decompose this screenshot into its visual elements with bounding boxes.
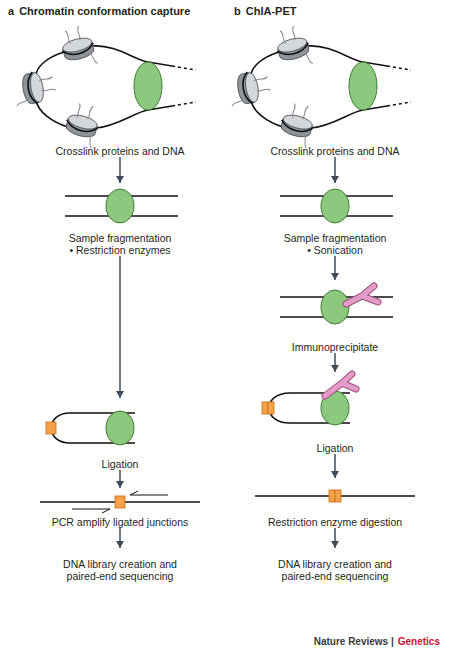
panel-letter: b [234,5,241,17]
arrow-head [331,176,339,183]
flow-arrow [116,528,124,548]
step-box: PCR amplify ligated junctions [20,488,220,528]
antibody-bound-fragment [280,286,393,324]
credit-text: Nature Reviews | [314,636,394,647]
step-caption: • Restriction enzymes [69,244,170,256]
step-box: Sample fragmentation• Sonication [240,183,430,256]
ligated-junction [40,491,200,513]
flow-arrow [116,256,124,398]
digested-junction [255,490,415,502]
arrow-shaft [119,157,121,183]
chromatin-loop [12,24,196,149]
panel-title: Chromatin conformation capture [19,5,190,17]
step-caption: Ligation [317,442,354,454]
step-caption: Crosslink proteins and DNA [56,145,185,157]
panel-heading: b ChIA-PET [234,5,301,17]
arrow-shaft [334,454,336,478]
arrow-shaft [334,528,336,548]
step-box: Immunoprecipitate [240,280,430,353]
flow-arrow [331,528,339,548]
arrow-head [116,176,124,183]
ligated-loop [46,411,135,445]
arrow-shaft [334,256,336,280]
arrow-head [116,541,124,548]
flow-arrow [331,256,339,280]
step-box: DNA library creation and paired-end sequ… [265,548,405,582]
step-caption: • Sonication [307,244,363,256]
arrow-shaft [119,528,121,548]
step-caption: Restriction enzyme digestion [268,516,402,528]
step-caption: DNA library creation and paired-end sequ… [50,558,190,582]
crosslinked-fragment [280,189,393,223]
arrow-shaft [119,256,121,398]
arrow-shaft [119,470,121,488]
flow-arrow [116,157,124,183]
flow-arrow [116,470,124,488]
step-caption: DNA library creation and paired-end sequ… [265,558,405,582]
step-box: Ligation [20,398,220,470]
panel-title: ChIA-PET [246,5,297,17]
arrow-head [116,391,124,398]
arrow-head [331,273,339,280]
arrow-head [331,365,339,372]
crosslinked-fragment [65,189,178,223]
flow-arrow [331,157,339,183]
step-box: Ligation [240,372,430,454]
flow-arrow [331,454,339,478]
step-box: Sample fragmentation• Restriction enzyme… [20,183,220,256]
flow-arrow [331,353,339,372]
step-box: Restriction enzyme digestion [240,478,430,528]
step-box: Crosslink proteins and DNA [20,22,220,157]
step-caption: Sample fragmentation [284,232,387,244]
panel-heading: a Chromatin conformation capture [8,5,195,17]
step-caption: PCR amplify ligated junctions [52,516,189,528]
step-box: Crosslink proteins and DNA [240,22,430,157]
arrow-head [331,471,339,478]
step-caption: Ligation [102,458,139,470]
step-box: DNA library creation and paired-end sequ… [50,548,190,582]
chromatin-loop [227,24,411,149]
arrow-head [331,541,339,548]
panel-letter: a [8,5,14,17]
journal-credit: Nature Reviews | Genetics [310,636,440,647]
step-caption: Crosslink proteins and DNA [271,145,400,157]
arrow-shaft [334,157,336,183]
credit-text: Genetics [398,636,440,647]
arrow-shaft [334,353,336,372]
step-caption: Immunoprecipitate [292,341,378,353]
step-caption: Sample fragmentation [69,232,172,244]
ligated-loop [262,374,356,425]
arrow-head [116,481,124,488]
